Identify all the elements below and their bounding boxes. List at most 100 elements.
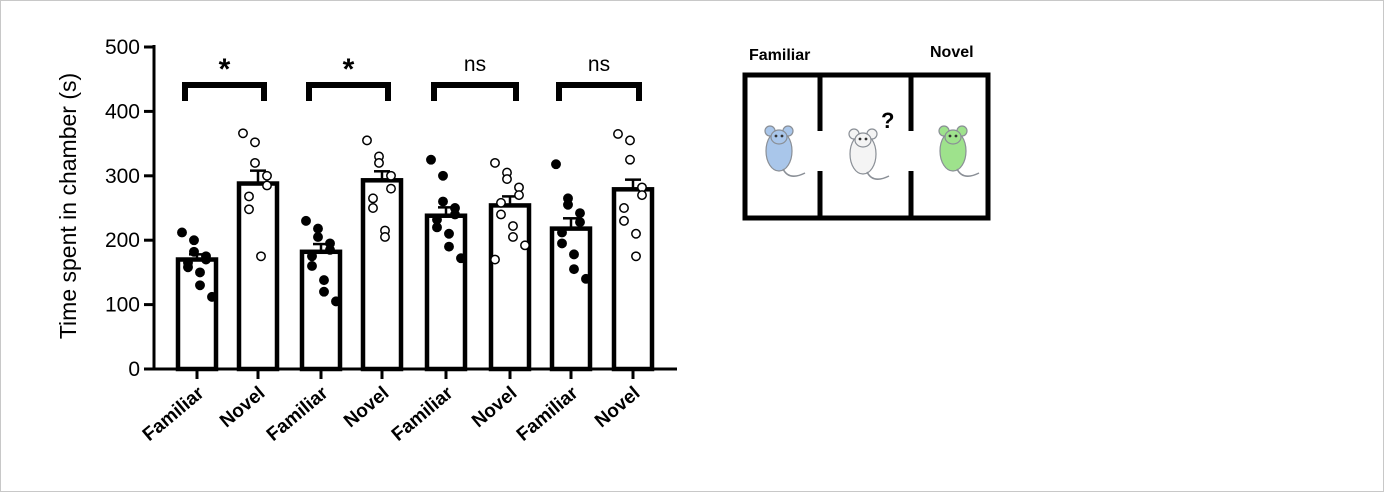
data-point (207, 291, 217, 302)
data-point (189, 235, 199, 246)
data-point (195, 267, 205, 278)
significance-label: * (343, 53, 355, 86)
data-point (557, 238, 567, 249)
data-point (301, 215, 311, 226)
mouse-eye-right (864, 137, 868, 141)
data-point (581, 273, 591, 284)
data-point (613, 128, 623, 139)
data-point (380, 232, 390, 242)
data-point (631, 251, 641, 262)
significance-bracket (306, 82, 391, 101)
data-point (496, 209, 506, 220)
data-point (386, 183, 396, 194)
mouse-tail (956, 168, 980, 177)
data-point (631, 228, 641, 239)
data-point (444, 241, 454, 252)
y-tick-label: 200 (105, 229, 140, 252)
data-point (374, 157, 384, 168)
y-axis-label: Time spent in chamber (s) (55, 73, 81, 339)
x-tick-label: Familiar (139, 382, 209, 445)
mouse-head (944, 129, 962, 145)
data-point (244, 204, 254, 215)
mouse-head (770, 129, 788, 145)
data-point (362, 135, 372, 146)
mouse-tail (866, 171, 890, 180)
y-tick-label: 500 (105, 36, 140, 59)
data-point (195, 280, 205, 291)
x-tick-label: Novel (216, 383, 269, 432)
mouse-eye-left (948, 134, 952, 138)
data-point (313, 223, 323, 234)
data-point (313, 232, 323, 242)
data-point (625, 135, 635, 146)
bar (299, 249, 343, 372)
data-point (625, 154, 635, 165)
chamber-outline (742, 72, 991, 221)
mouse-eye-right (954, 134, 958, 138)
data-point (319, 286, 329, 297)
data-point (438, 170, 448, 181)
familiar-mouse-icon (764, 125, 806, 177)
mouse-eye-left (774, 134, 778, 138)
data-point (183, 262, 193, 273)
data-point (508, 232, 518, 242)
data-point (619, 203, 629, 213)
data-point (307, 251, 317, 262)
diagram-novel-label: Novel (930, 44, 974, 61)
data-point (432, 222, 442, 233)
bar (611, 187, 655, 372)
y-tick-label: 0 (128, 358, 140, 381)
data-point (569, 264, 579, 275)
data-point (496, 197, 506, 208)
significance-bracket (556, 82, 642, 101)
data-point (331, 296, 341, 307)
data-point (502, 174, 512, 184)
mouse-head (854, 132, 872, 148)
data-point (319, 275, 329, 286)
data-point (569, 249, 579, 260)
novel-mouse-icon (938, 125, 980, 177)
question-mark: ? (881, 108, 894, 133)
x-tick-label: Novel (340, 383, 393, 432)
data-point (368, 203, 378, 213)
data-point (551, 159, 561, 170)
data-point (557, 227, 567, 238)
data-point (244, 191, 254, 202)
data-point (637, 190, 647, 201)
y-tick-label: 400 (105, 100, 140, 123)
data-point (307, 261, 317, 271)
data-point (325, 244, 335, 255)
mouse-tail (782, 168, 806, 177)
y-tick-label: 300 (105, 165, 140, 188)
significance-label: * (219, 53, 231, 86)
data-point (256, 251, 266, 262)
data-point (514, 190, 524, 201)
x-tick-label: Novel (591, 383, 644, 432)
data-point (575, 217, 585, 228)
x-tick-label: Novel (468, 383, 521, 432)
data-point (368, 193, 378, 204)
data-point (262, 180, 272, 191)
x-tick-label: Familiar (388, 382, 458, 445)
data-point (563, 199, 573, 210)
three-chamber-diagram: Familiar Novel ? (742, 44, 991, 221)
data-point (438, 196, 448, 207)
data-point (189, 246, 199, 257)
data-point (177, 227, 187, 238)
test-mouse-icon (848, 128, 890, 180)
x-tick-label: Familiar (263, 382, 333, 445)
data-point (238, 128, 248, 139)
data-point (386, 170, 396, 181)
data-point (250, 157, 260, 168)
data-point (426, 154, 436, 165)
data-point (201, 254, 211, 265)
data-point (490, 254, 500, 265)
bar (236, 181, 280, 372)
significance-label: ns (464, 53, 486, 76)
data-point (450, 209, 460, 220)
y-tick-label: 100 (105, 294, 140, 317)
data-point (456, 253, 466, 264)
x-tick-label: Familiar (513, 382, 583, 445)
